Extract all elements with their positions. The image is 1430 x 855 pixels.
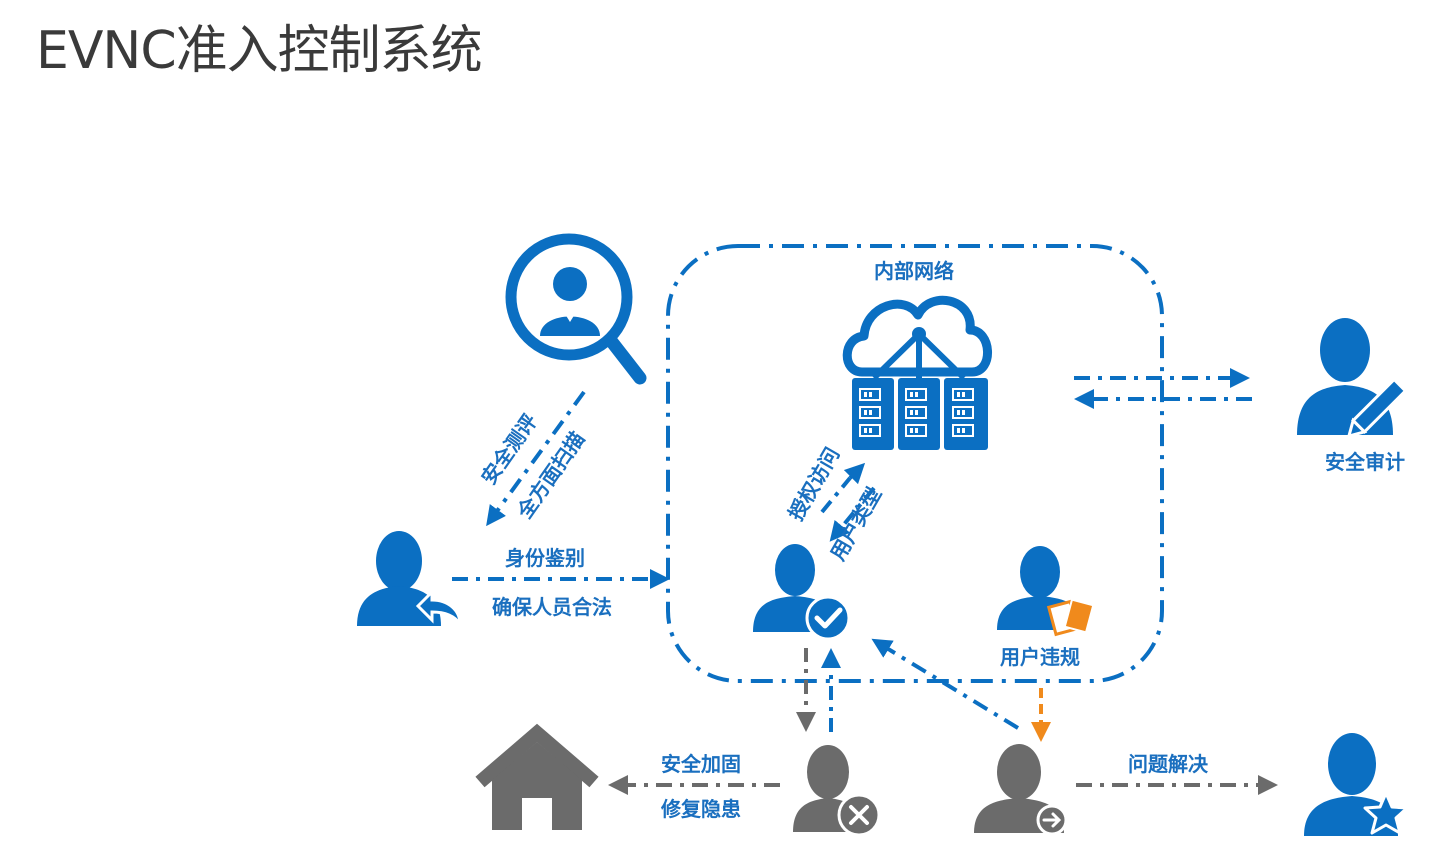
identity-auth-label: 身份鉴别 xyxy=(505,546,585,570)
user-star-icon xyxy=(1304,733,1409,836)
cloud-network-icon xyxy=(842,295,992,381)
security-audit-label: 安全审计 xyxy=(1325,450,1405,474)
home-icon xyxy=(475,723,599,830)
internal-network-boundary xyxy=(666,244,1164,683)
authorized-access-arrow-up-head xyxy=(843,462,866,485)
user-redirect-icon xyxy=(974,744,1068,836)
user-verified-icon xyxy=(753,544,851,641)
problem-solved-label: 问题解决 xyxy=(1128,752,1209,776)
security-hardening-label: 安全加固 xyxy=(661,752,741,776)
page-title: EVNC准入控制系统 xyxy=(36,21,483,81)
user-return-icon xyxy=(357,531,462,629)
authorized-access-label: 授权访问 xyxy=(784,443,845,524)
user-type-label: 用户类型 xyxy=(826,483,887,564)
ensure-legal-label: 确保人员合法 xyxy=(492,595,612,619)
server-rack-icon xyxy=(852,378,988,450)
user-type-arrow-down xyxy=(829,486,876,542)
fix-risks-label: 修复隐患 xyxy=(660,797,741,821)
scan-arrow xyxy=(486,390,586,527)
redirect-arrow xyxy=(871,638,1020,730)
user-rejected-icon xyxy=(793,745,881,837)
security-evaluation-label: 安全测评 xyxy=(476,410,542,489)
internal-network-label: 内部网络 xyxy=(874,259,954,283)
user-violation-label: 用户违规 xyxy=(1000,645,1080,669)
user-violation-cards-icon xyxy=(997,546,1095,637)
magnifier-user-icon xyxy=(505,233,647,385)
auditor-pen-icon xyxy=(1297,318,1408,439)
